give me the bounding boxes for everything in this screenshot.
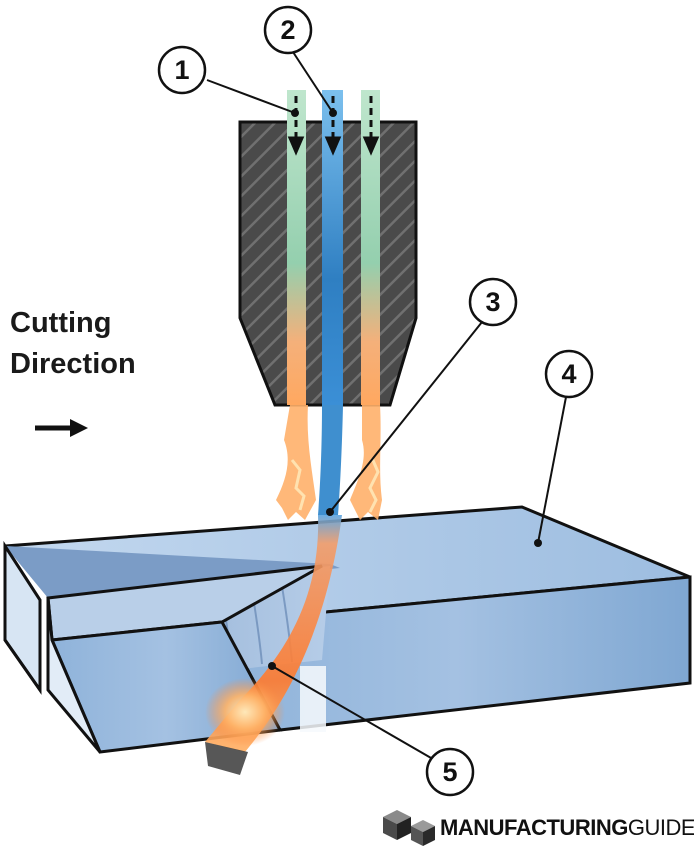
flame-left [276, 405, 316, 520]
gas-stream-right [361, 90, 380, 405]
direction-arrow-icon [35, 419, 88, 437]
callout-2-label: 2 [280, 15, 295, 45]
slag-drop [205, 742, 248, 775]
workpiece [3, 505, 692, 754]
callout-2: 2 [263, 5, 337, 117]
cutting-direction-label-line2: Direction [10, 348, 136, 380]
callout-4: 4 [534, 349, 594, 547]
water-jet [318, 90, 343, 515]
callout-3-label: 3 [485, 287, 500, 317]
kerf-slot [5, 546, 340, 598]
laser-beam [205, 515, 342, 775]
callout-5: 5 [268, 662, 475, 797]
callout-1: 1 [157, 45, 299, 117]
cutting-direction-label-line1: Cutting [10, 307, 112, 339]
callout-1-label: 1 [174, 55, 189, 85]
logo-text-bold: MANUFACTURING [440, 815, 628, 840]
callout-5-label: 5 [442, 757, 457, 787]
workpiece-near-side [46, 597, 102, 753]
flow-arrows [287, 96, 380, 156]
gas-stream-left [287, 90, 306, 405]
manufacturing-guide-logo-icon [383, 810, 435, 846]
callout-3: 3 [326, 277, 518, 516]
flame-right [350, 405, 382, 520]
callout-4-label: 4 [561, 359, 576, 389]
manufacturing-guide-logo: MANUFACTURINGGUIDE [440, 808, 694, 848]
logo-text-regular: GUIDE [627, 815, 694, 840]
cut-highlight [300, 666, 326, 732]
